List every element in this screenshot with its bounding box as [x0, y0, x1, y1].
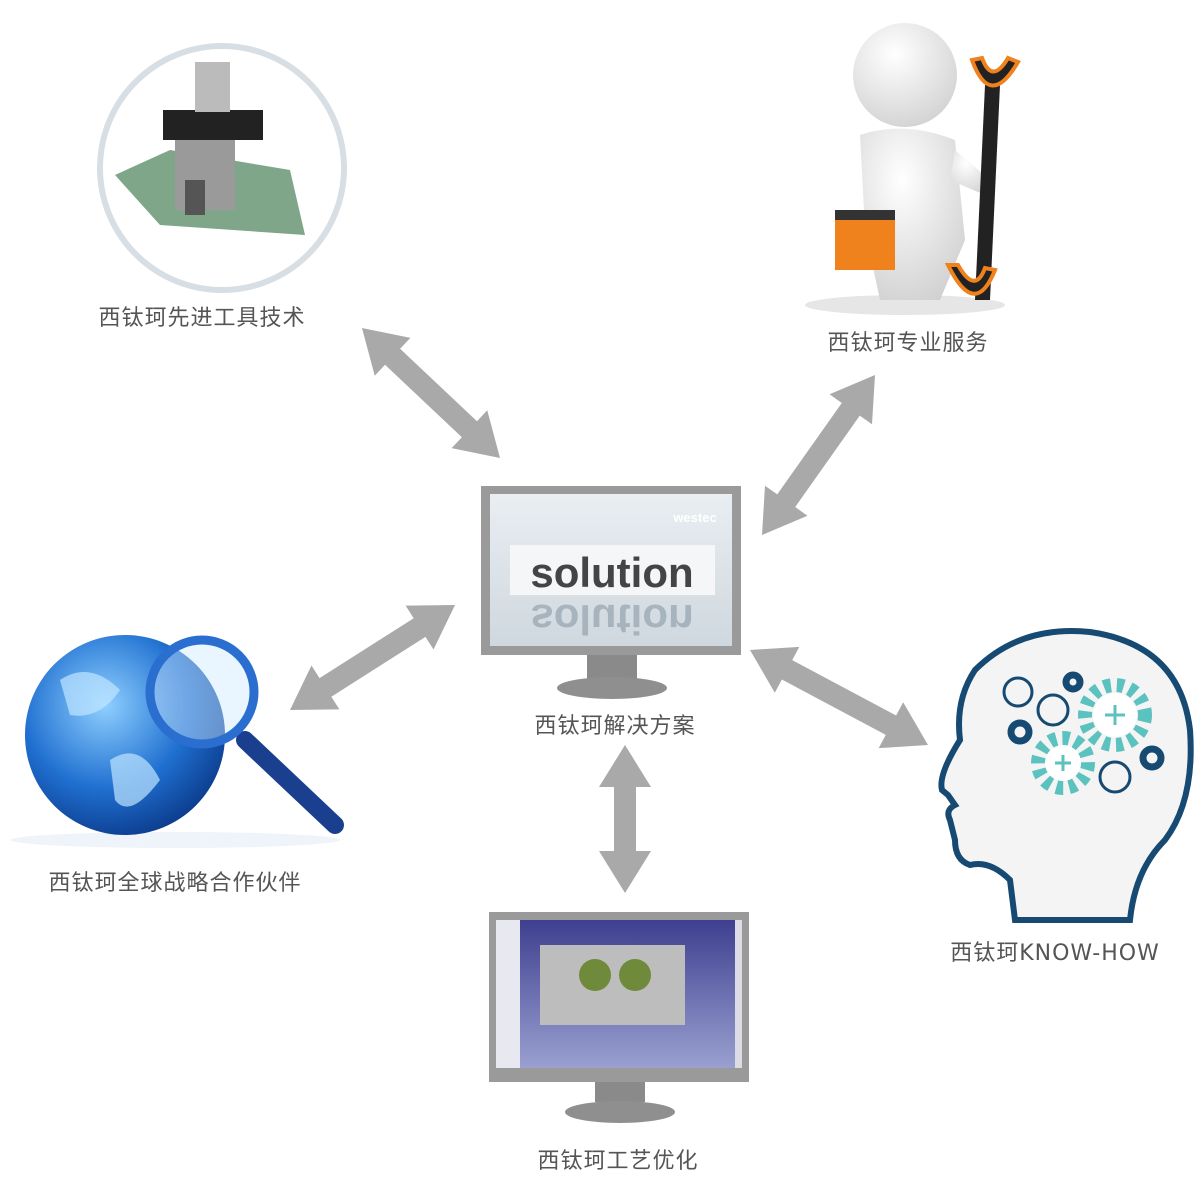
arrow-knowhow [750, 646, 928, 749]
solution-word: solution [530, 549, 693, 596]
connector-arrows [290, 328, 928, 893]
westec-logo: westec [672, 510, 716, 525]
arrow-process [599, 745, 651, 893]
tools-label: 西钛珂先进工具技术 [98, 306, 306, 331]
global-partners-image [10, 635, 344, 848]
process-label: 西钛珂工艺优化 [537, 1149, 699, 1174]
knowhow-label: 西钛珂KNOW-HOW [950, 941, 1160, 966]
service-person-image [805, 23, 1021, 315]
knowhow-head-image [938, 628, 1194, 923]
arrow-service [761, 375, 875, 535]
solution-reflection: solution [530, 596, 693, 643]
tool-technology-image [97, 43, 347, 293]
solution-label: 西钛珂解决方案 [534, 714, 696, 739]
arrow-partners [290, 605, 455, 710]
partners-label: 西钛珂全球战略合作伙伴 [48, 871, 302, 896]
service-label: 西钛珂专业服务 [827, 331, 989, 356]
solution-monitor: solution solution westec [481, 486, 741, 699]
process-monitor [489, 912, 749, 1123]
arrow-tools [362, 328, 500, 459]
